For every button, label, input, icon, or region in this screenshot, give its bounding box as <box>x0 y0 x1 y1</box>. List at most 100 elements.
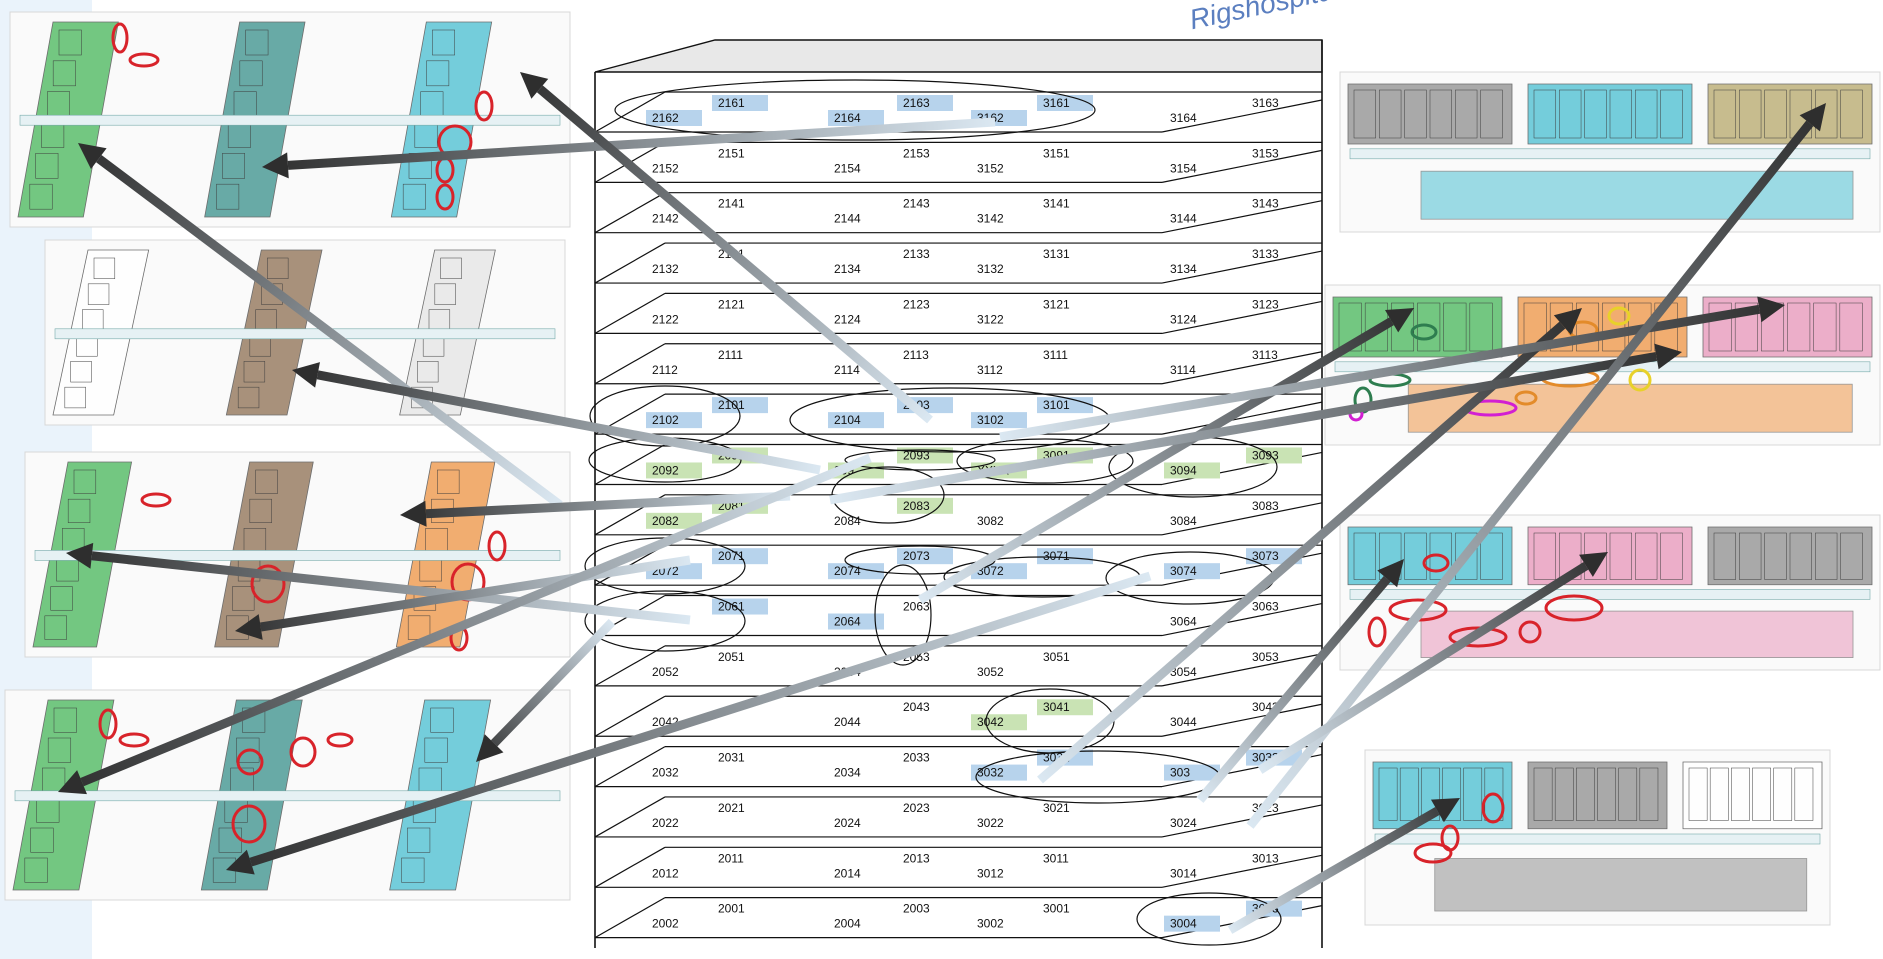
colored-marker-ring <box>1628 368 1652 392</box>
floor-slab-edge <box>594 695 666 737</box>
plan-room <box>1708 302 1732 352</box>
room-number: 3142 <box>977 212 1004 226</box>
room-group-ellipse <box>956 438 1134 484</box>
plan-room <box>1739 532 1762 580</box>
plan-room <box>70 361 92 383</box>
arrow-to-plan4-bottom <box>249 571 1152 867</box>
plan-room <box>1764 89 1787 139</box>
floor-slab-right <box>1161 854 1323 888</box>
plan-corridor <box>1374 833 1821 845</box>
plan-room <box>52 60 76 87</box>
room-highlight <box>1164 563 1220 580</box>
room-number: 303 <box>1170 766 1190 780</box>
plan-room <box>402 183 426 210</box>
room-number: 3054 <box>1170 665 1197 679</box>
room-number: 2151 <box>718 146 745 160</box>
plan-room <box>1399 767 1419 821</box>
red-marker-ring <box>1518 620 1542 644</box>
plan-room <box>87 283 110 305</box>
room-number: 3053 <box>1252 650 1279 664</box>
plan-room <box>1353 89 1376 139</box>
room-number: 3124 <box>1170 312 1197 326</box>
room-number: 2003 <box>903 902 930 916</box>
colored-marker-ring <box>1514 390 1538 406</box>
arrow-floor10-to-plan1-right-head <box>520 72 549 99</box>
floor-11: 20522051205420533052305130543053 <box>594 645 1323 687</box>
plan-room <box>1480 89 1503 139</box>
room-highlight <box>1246 447 1302 464</box>
plan-room <box>1815 532 1838 580</box>
plan-room <box>1813 302 1837 352</box>
room-number: 3063 <box>1252 600 1279 614</box>
room-number: 3032 <box>977 766 1004 780</box>
plan-room <box>1602 302 1626 352</box>
room-number: 3161 <box>1043 96 1070 110</box>
plan-room <box>232 586 255 611</box>
plan-room <box>1442 767 1461 821</box>
plan-corridor <box>19 114 561 126</box>
floor-slab-edge <box>594 746 666 788</box>
arrow-floor10-to-plan1-right <box>536 85 933 424</box>
red-marker-ring <box>435 183 455 211</box>
plan-room <box>1463 767 1483 821</box>
arrow-to-plan2 <box>316 370 821 475</box>
plan-room <box>47 737 72 763</box>
plan-room <box>222 153 245 179</box>
room-number: 3024 <box>1170 816 1197 830</box>
arrow-to-plan-right3-a-head <box>1377 559 1404 588</box>
room-highlight <box>1037 699 1093 716</box>
red-marker-ring <box>1413 842 1453 864</box>
floor-slab-edge <box>594 343 666 385</box>
room-highlight <box>971 412 1027 429</box>
room-number: 3121 <box>1043 297 1070 311</box>
plan-room <box>1840 532 1863 580</box>
floor-slab-right <box>1161 300 1323 335</box>
plan-left-4 <box>4 689 571 901</box>
arrow-to-plan3-left <box>91 551 691 625</box>
red-marker-ring <box>250 564 286 604</box>
arrow-to-plan3-left-head <box>66 542 94 569</box>
plan-room <box>1404 532 1427 580</box>
room-highlight <box>712 598 768 615</box>
room-number: 3022 <box>977 816 1004 830</box>
plan-right-4 <box>1364 749 1831 926</box>
room-number: 3131 <box>1043 247 1070 261</box>
plan-room <box>1713 89 1736 139</box>
room-number: 2002 <box>652 917 679 931</box>
room-number: 3123 <box>1252 297 1279 311</box>
plan-right-3 <box>1339 514 1881 671</box>
plan-room <box>426 60 450 87</box>
room-highlight <box>646 462 702 479</box>
red-marker-ring <box>231 804 267 844</box>
plan-room <box>1839 302 1863 352</box>
plan-room <box>255 469 278 494</box>
floor-0: 21622161216421633162316131643163 <box>594 91 1323 133</box>
room-number: 3152 <box>977 161 1004 175</box>
room-number: 3084 <box>1170 514 1197 528</box>
arrow-to-plan-right3-a <box>1196 575 1391 803</box>
room-highlight <box>828 110 884 126</box>
room-number: 3051 <box>1043 650 1070 664</box>
room-group-ellipse <box>614 79 1096 141</box>
arrow-to-plan-right2-c <box>999 304 1761 442</box>
plan-room <box>24 857 48 883</box>
room-number: 2024 <box>834 816 861 830</box>
room-number: 2162 <box>652 111 679 125</box>
floor-7: 209220912092093XXXX309130943093 <box>594 443 1323 486</box>
room-number: 3042 <box>977 715 1004 729</box>
room-number: 3114 <box>1170 363 1196 377</box>
room-number: 2082 <box>652 514 679 528</box>
room-number: 2142 <box>652 212 679 226</box>
room-number: 2052 <box>652 665 679 679</box>
room-number: 2133 <box>903 247 930 261</box>
room-number: 2112 <box>652 363 678 377</box>
arrow-to-plan-right2-d-head <box>1654 343 1682 370</box>
arrow-to-plan-right1 <box>1246 120 1814 829</box>
room-number: 2014 <box>834 866 861 880</box>
arrow-to-plan1-left-head <box>78 143 107 170</box>
room-number: 2021 <box>718 801 745 815</box>
building-roof <box>594 39 1323 73</box>
room-number: 2043 <box>903 700 930 714</box>
